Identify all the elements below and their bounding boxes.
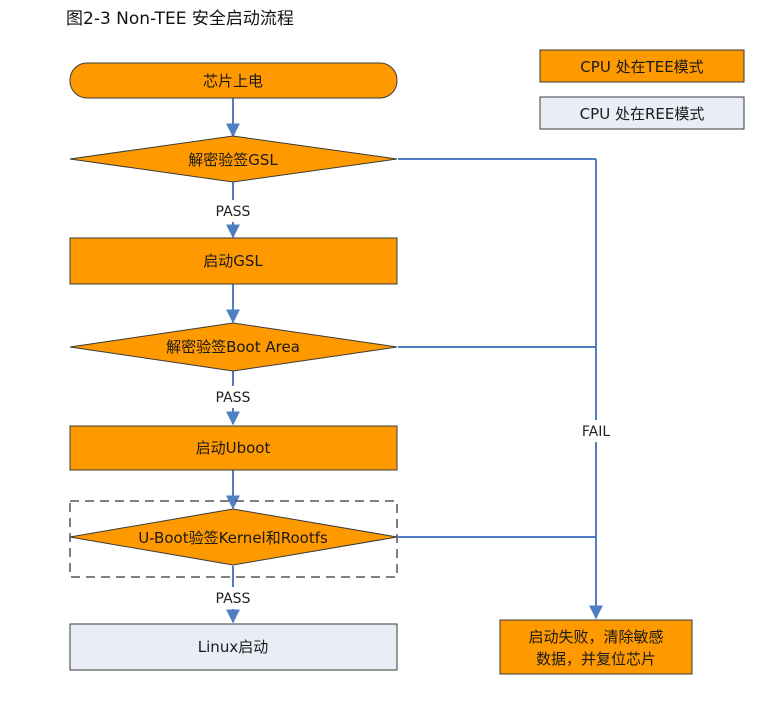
node-start-uboot: 启动Uboot xyxy=(69,425,398,471)
node-verify-kernel: U-Boot验签Kernel和Rootfs xyxy=(69,508,398,566)
figure-title: 图2-3 Non-TEE 安全启动流程 xyxy=(66,9,294,29)
legend-ree-box xyxy=(539,96,745,130)
node-linux-start-label: Linux启动 xyxy=(198,638,268,656)
node-fail-reset-line2: 数据，并复位芯片 xyxy=(536,650,656,668)
edge-label-fail: FAIL xyxy=(571,420,621,442)
edge-label-pass-3: PASS xyxy=(204,587,262,609)
node-power-on-label: 芯片上电 xyxy=(203,72,263,90)
node-linux-start: Linux启动 xyxy=(69,623,398,671)
legend: CPU 处在TEE模式 CPU 处在REE模式 xyxy=(539,49,745,130)
node-verify-boot-area-label: 解密验签Boot Area xyxy=(166,338,300,356)
svg-text:FAIL: FAIL xyxy=(582,424,610,440)
svg-text:PASS: PASS xyxy=(216,204,251,220)
node-verify-gsl-label: 解密验签GSL xyxy=(188,151,278,169)
node-start-uboot-label: 启动Uboot xyxy=(196,439,271,457)
node-fail-reset-line1: 启动失败，清除敏感 xyxy=(528,628,663,646)
svg-text:PASS: PASS xyxy=(216,390,251,406)
node-power-on: 芯片上电 xyxy=(69,62,398,99)
fail-edges xyxy=(398,158,603,620)
svg-text:PASS: PASS xyxy=(216,591,251,607)
legend-tee-label: CPU 处在TEE模式 xyxy=(580,58,703,76)
kernel-verify-group xyxy=(69,500,398,578)
edge-label-pass-2: PASS xyxy=(204,386,262,408)
node-start-gsl: 启动GSL xyxy=(69,237,398,285)
node-verify-kernel-label: U-Boot验签Kernel和Rootfs xyxy=(138,529,328,547)
node-verify-gsl: 解密验签GSL xyxy=(69,135,398,183)
legend-tee-box xyxy=(539,49,745,83)
edge-label-pass-1: PASS xyxy=(204,200,262,222)
node-start-gsl-label: 启动GSL xyxy=(203,252,263,270)
node-verify-boot-area: 解密验签Boot Area xyxy=(69,322,398,372)
legend-ree-label: CPU 处在REE模式 xyxy=(580,105,705,123)
node-fail-reset: 启动失败，清除敏感 数据，并复位芯片 xyxy=(499,619,693,675)
